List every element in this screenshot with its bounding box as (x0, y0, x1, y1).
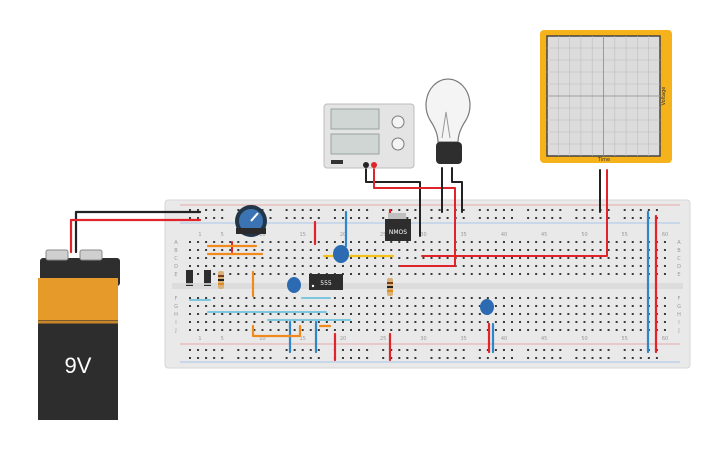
breadboard-holes[interactable] (189, 209, 666, 359)
potentiometer[interactable] (235, 205, 267, 237)
column-number-top: 1 (198, 232, 201, 238)
lamp-red-wire[interactable] (451, 167, 463, 213)
capacitor-3[interactable] (480, 299, 494, 315)
scope-time-label: Time (597, 157, 610, 163)
timer-555-chip[interactable]: 555 (309, 274, 343, 290)
column-number-bottom: 20 (340, 336, 346, 342)
nmos-transistor[interactable]: NMOS (385, 213, 411, 241)
battery-label: 9V (65, 353, 92, 378)
column-number-top: 55 (622, 232, 628, 238)
row-letter-right: F (678, 296, 681, 302)
row-letter-left: D (174, 264, 178, 270)
column-number-top: 60 (662, 232, 668, 238)
row-letter-right: D (677, 264, 681, 270)
column-number-bottom: 55 (622, 336, 628, 342)
column-number-bottom: 30 (420, 336, 426, 342)
timer-label: 555 (320, 280, 332, 287)
column-number-top: 40 (501, 232, 507, 238)
row-letter-right: H (677, 312, 681, 318)
diode-1[interactable] (186, 270, 193, 286)
column-number-bottom: 15 (300, 336, 306, 342)
current-knob[interactable] (391, 137, 405, 151)
row-letter-right: B (677, 248, 681, 254)
column-number-bottom: 60 (662, 336, 668, 342)
column-number-top: 5 (221, 232, 224, 238)
scope-voltage-label: Voltage (661, 87, 667, 106)
column-number-bottom: 35 (461, 336, 467, 342)
nmos-label: NMOS (389, 229, 407, 236)
row-letter-left: J (174, 328, 176, 334)
column-number-top: 30 (420, 232, 426, 238)
battery-red-wire[interactable] (69, 218, 202, 254)
column-number-top: 25 (380, 232, 386, 238)
battery-black-wire[interactable] (74, 210, 202, 254)
row-letter-left: C (174, 256, 178, 262)
power-supply[interactable] (323, 103, 415, 169)
light-bulb[interactable] (425, 78, 471, 164)
oscilloscope-grid (547, 36, 660, 156)
row-letter-right: G (677, 304, 681, 310)
row-letter-right: E (677, 272, 680, 278)
column-number-top: 20 (340, 232, 346, 238)
battery-9v[interactable]: 9V (38, 249, 120, 420)
row-letter-right: J (677, 328, 679, 334)
wires[interactable] (69, 165, 658, 362)
column-number-top: 10 (259, 232, 265, 238)
resistor-1[interactable] (218, 271, 224, 289)
psu-black-wire[interactable] (365, 165, 421, 237)
column-number-bottom: 1 (198, 336, 201, 342)
scope-red-wire[interactable] (421, 169, 608, 257)
row-letter-left: I (175, 320, 176, 326)
column-number-bottom: 40 (501, 336, 507, 342)
row-letter-left: E (174, 272, 177, 278)
capacitor-1[interactable] (333, 245, 349, 263)
voltage-knob[interactable] (391, 115, 405, 129)
capacitor-2[interactable] (287, 277, 301, 293)
column-number-bottom: 10 (259, 336, 265, 342)
psu-positive-terminal[interactable] (371, 162, 377, 168)
column-number-bottom: 5 (221, 336, 224, 342)
diode-2[interactable] (204, 270, 211, 286)
column-number-top: 50 (581, 232, 587, 238)
row-letter-right: C (677, 256, 681, 262)
column-number-bottom: 45 (541, 336, 547, 342)
row-letter-left: A (174, 240, 178, 246)
column-number-bottom: 50 (581, 336, 587, 342)
row-letter-right: I (678, 320, 679, 326)
psu-negative-terminal[interactable] (363, 162, 369, 168)
column-number-top: 15 (300, 232, 306, 238)
psu-red-wire[interactable] (373, 165, 456, 267)
row-letter-right: A (677, 240, 681, 246)
column-number-bottom: 25 (380, 336, 386, 342)
row-letter-left: B (174, 248, 178, 254)
row-letter-left: F (175, 296, 178, 302)
column-numbers: 1155101015152020252530303535404045455050… (198, 232, 668, 342)
row-letter-left: G (174, 304, 178, 310)
oscilloscope[interactable]: Time Voltage (540, 30, 672, 163)
column-number-top: 45 (541, 232, 547, 238)
column-number-top: 35 (461, 232, 467, 238)
row-letter-left: H (174, 312, 178, 318)
resistor-2[interactable] (387, 278, 393, 296)
